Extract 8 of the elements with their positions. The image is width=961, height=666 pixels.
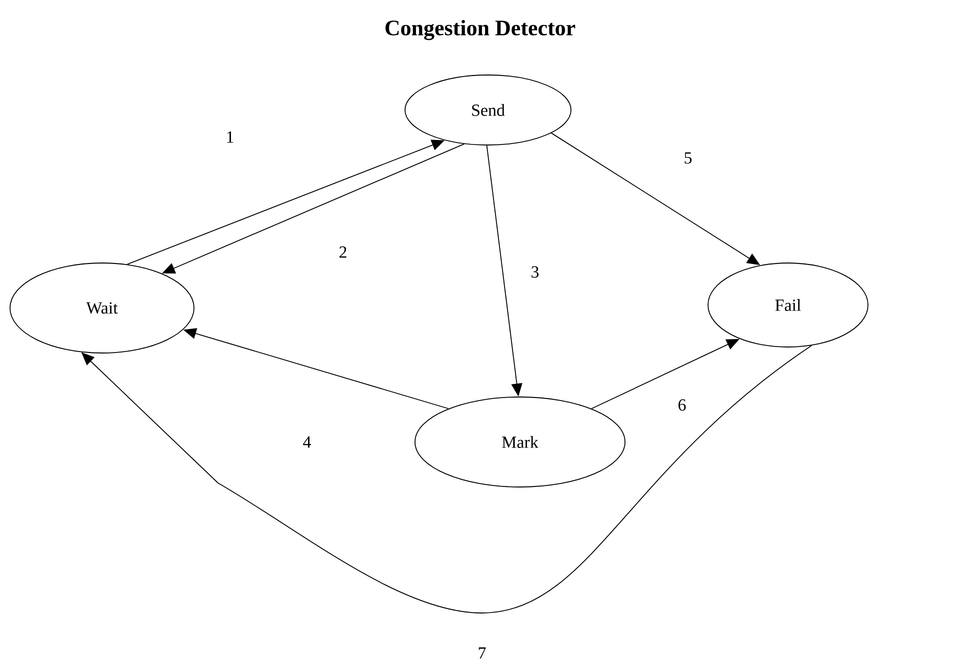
title: Congestion Detector <box>385 20 576 40</box>
edge-label: 2 <box>338 245 348 259</box>
edge-label: 6 <box>676 398 688 412</box>
edge-label: 1 <box>224 130 236 144</box>
edge-label: 3 <box>530 265 540 279</box>
edge-label: 7 <box>476 646 488 660</box>
edge-label: 4 <box>302 435 312 449</box>
edge-label: 5 <box>682 151 694 165</box>
